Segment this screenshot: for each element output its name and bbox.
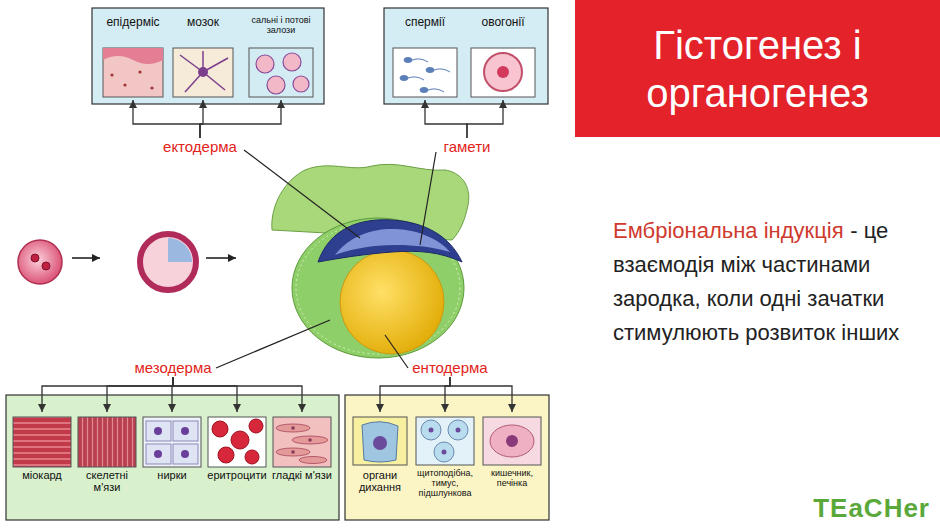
gamete-picture xyxy=(471,48,535,97)
tissue-name: еритроцити xyxy=(206,469,268,481)
zygote xyxy=(18,240,62,284)
stage-arrow xyxy=(72,257,100,259)
germ-layer-label: мезодерма xyxy=(131,359,214,377)
tissue-name: нирки xyxy=(141,469,203,481)
title-banner: Гістогенез і органогенез xyxy=(575,0,940,137)
tissue-picture xyxy=(78,417,136,467)
connector-arrow xyxy=(200,100,281,138)
connector-arrow xyxy=(133,100,200,138)
group-box xyxy=(92,8,324,104)
tissue-name: мозок xyxy=(171,16,235,29)
layer-name: ектодерма xyxy=(163,138,237,156)
tissue-picture xyxy=(13,417,71,467)
stage-arrow xyxy=(206,257,236,259)
connector-arrow xyxy=(173,377,237,412)
tissue-picture xyxy=(353,417,407,465)
layer-name: гамети xyxy=(444,138,491,156)
layer-name: мезодерма xyxy=(134,359,211,377)
tissue-name: міокард xyxy=(11,469,73,481)
tissue-panel: щитоподібна, тимус, підшлункова xyxy=(413,412,477,516)
tissue-picture xyxy=(173,48,233,97)
tissue-name: гладкі м'язи xyxy=(271,469,333,481)
group-box xyxy=(384,8,548,104)
tissue-picture xyxy=(483,417,541,465)
connector-arrow xyxy=(42,377,173,412)
tissue-picture xyxy=(273,417,331,467)
layer-name: ентодерма xyxy=(412,359,487,377)
tissue-name: кишечник, печінка xyxy=(481,469,543,489)
connector-arrow xyxy=(380,377,450,412)
connector-arrow xyxy=(467,100,503,138)
leader-line xyxy=(216,150,436,368)
tissue-picture xyxy=(416,417,474,465)
watermark: TEaCHer xyxy=(813,493,930,523)
term: Ембріональна індукція xyxy=(613,218,844,243)
connector-arrow xyxy=(425,100,467,138)
connector-arrow xyxy=(173,377,302,412)
tissue-panel: міокард xyxy=(10,412,74,516)
blastula xyxy=(140,234,196,290)
connector-arrow xyxy=(445,377,450,412)
group-box xyxy=(6,395,339,520)
germ-layer-label: гамети xyxy=(441,138,494,156)
tissue-panel: мозок xyxy=(170,13,236,100)
tissue-picture xyxy=(143,417,201,467)
tissue-name: органи дихання xyxy=(351,469,409,493)
tissue-name: сальні і потові залози xyxy=(247,16,315,36)
tissue-picture xyxy=(103,48,163,97)
tissue-panel: органи дихання xyxy=(350,412,410,516)
tissue-panel: овогонії xyxy=(468,13,538,100)
connector-arrow xyxy=(450,377,512,412)
tissue-name: епідерміс xyxy=(101,16,165,29)
germ-layer-label: ентодерма xyxy=(409,359,490,377)
germ-layer-label: ектодерма xyxy=(160,138,240,156)
tissue-name: щитоподібна, тимус, підшлункова xyxy=(414,469,476,499)
tissue-name: овогонії xyxy=(469,16,537,29)
logo: TEaCHer xyxy=(813,493,930,524)
tissue-panel: спермії xyxy=(390,13,460,100)
definition-block: Ембріональна індукція- це взаємодія між … xyxy=(613,214,911,350)
title-text: Гістогенез і органогенез xyxy=(585,21,930,117)
gamete-picture xyxy=(393,48,457,97)
group-box xyxy=(345,395,549,520)
tissue-panel: гладкі м'язи xyxy=(270,412,334,516)
tissue-picture xyxy=(208,417,266,467)
tissue-panel: скелетні м'язи xyxy=(75,412,139,516)
tissue-panel: еритроцити xyxy=(205,412,269,516)
tissue-name: спермії xyxy=(391,16,459,29)
tissue-panel: нирки xyxy=(140,412,204,516)
tissue-name: скелетні м'язи xyxy=(76,469,138,493)
tissue-panel: епідерміс xyxy=(100,13,166,100)
tissue-panel: сальні і потові залози xyxy=(246,13,316,100)
tissue-panel: кишечник, печінка xyxy=(480,412,544,516)
connector-arrow xyxy=(107,377,173,412)
tissue-picture xyxy=(249,48,313,97)
